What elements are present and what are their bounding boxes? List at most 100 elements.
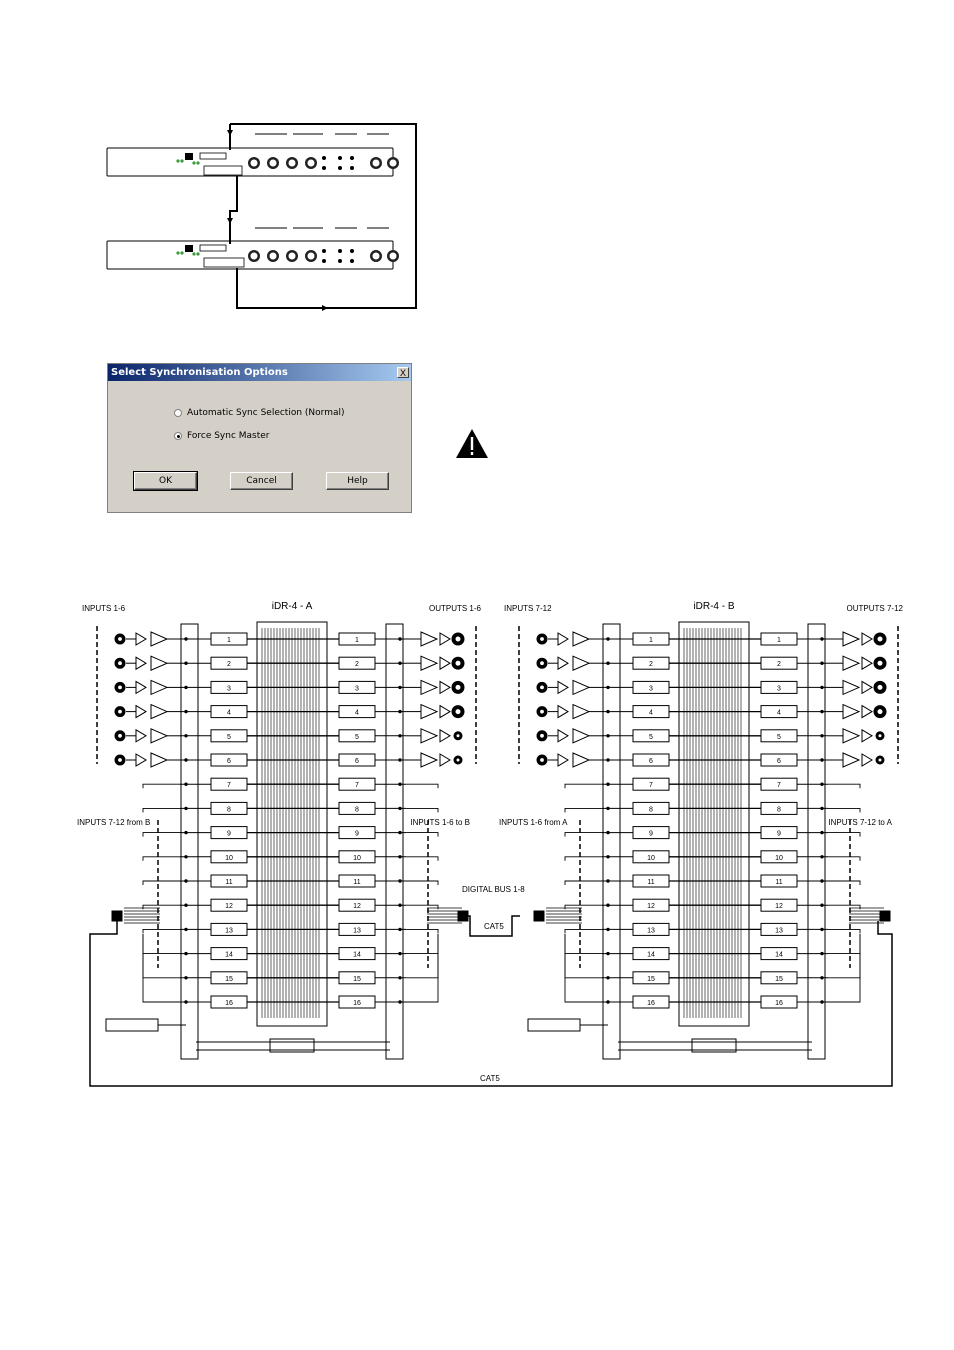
dialog-titlebar: Select Synchronisation Options X (108, 364, 411, 381)
input-channel-number: 7 (649, 782, 653, 789)
cancel-button[interactable]: Cancel (230, 472, 293, 490)
input-channel-number: 11 (647, 879, 654, 886)
output-channel-number: 6 (777, 758, 781, 765)
output-amp-icon (420, 728, 439, 744)
preamp-icon (557, 656, 569, 671)
preamp-icon (135, 680, 147, 695)
output-channel-number: 15 (353, 976, 361, 983)
preamp-icon (557, 632, 569, 646)
inputs-label: INPUTS 7-12 (504, 604, 552, 613)
input-channel-number: 6 (227, 758, 231, 765)
input-channel-number: 16 (225, 1000, 233, 1007)
output-channel-number: 2 (777, 661, 781, 668)
cat5-port-icon (111, 910, 123, 922)
input-channel-number: 13 (225, 927, 233, 934)
external-outputs-label: INPUTS 1-6 to B (410, 818, 470, 827)
output-channel-number: 4 (777, 710, 781, 717)
converter-icon (150, 728, 169, 744)
input-channel-number: 9 (649, 831, 653, 838)
matrix-frame (678, 621, 750, 1027)
input-channel-number: 5 (227, 734, 231, 741)
sync-source-box (105, 1018, 159, 1032)
output-amp-icon (842, 631, 861, 647)
digital-bus-label: DIGITAL BUS 1-8 (462, 885, 525, 894)
cat5-port-icon (457, 910, 469, 922)
input-channel-number: 14 (225, 952, 233, 959)
output-channel-number: 14 (353, 952, 361, 959)
dialog-title: Select Synchronisation Options (111, 367, 288, 378)
output-channel-number: 7 (777, 782, 781, 789)
output-channel-number: 8 (355, 806, 359, 813)
preamp-icon (135, 728, 147, 743)
matrix-frame (256, 621, 328, 1027)
input-channel-number: 12 (225, 903, 233, 910)
converter-icon (150, 631, 169, 647)
radio-checked-icon[interactable] (174, 432, 182, 440)
input-channel-number: 15 (225, 976, 233, 983)
input-channel-number: 2 (227, 661, 231, 668)
cat5-bottom-label: CAT5 (480, 1074, 500, 1083)
output-channel-number: 10 (775, 855, 783, 862)
cat5-top-label: CAT5 (484, 922, 504, 931)
output-channel-number: 13 (353, 927, 361, 934)
preamp-icon (557, 753, 569, 767)
preamp-icon (135, 656, 147, 671)
input-channel-number: 2 (649, 661, 653, 668)
sync-source-box (527, 1018, 581, 1032)
converter-icon (572, 679, 591, 696)
converter-icon (150, 655, 169, 671)
input-channel-number: 3 (227, 685, 231, 692)
ok-button[interactable]: OK (133, 471, 198, 491)
close-icon[interactable]: X (397, 367, 409, 378)
outputs-label: OUTPUTS 1-6 (429, 604, 482, 613)
input-channel-number: 6 (649, 758, 653, 765)
outputs-label: OUTPUTS 7-12 (847, 604, 904, 613)
warning-triangle-icon (456, 429, 488, 458)
radio-force-sync-master[interactable]: Force Sync Master (174, 431, 270, 441)
output-channel-number: 9 (777, 831, 781, 838)
converter-icon (150, 752, 169, 768)
input-channel-number: 8 (649, 806, 653, 813)
input-channel-number: 1 (649, 637, 653, 644)
preamp-icon (135, 704, 147, 719)
output-channel-number: 12 (775, 903, 783, 910)
radio-automatic-sync[interactable]: Automatic Sync Selection (Normal) (174, 408, 345, 418)
cat5-link-top (468, 915, 520, 937)
output-channel-number: 5 (777, 734, 781, 741)
preamp-icon (135, 632, 147, 646)
preamp-icon (557, 704, 569, 719)
sync-options-dialog: Select Synchronisation Options X Automat… (107, 363, 412, 513)
output-channel-number: 16 (775, 1000, 783, 1007)
input-channel-number: 12 (647, 903, 655, 910)
cat5-port-icon (533, 910, 545, 922)
output-amp-icon (842, 679, 861, 696)
output-channel-number: 10 (353, 855, 361, 862)
output-amp-icon (842, 703, 861, 720)
preamp-icon (135, 753, 147, 767)
output-channel-number: 3 (777, 685, 781, 692)
input-bus-frame (180, 623, 199, 1060)
output-channel-number: 5 (355, 734, 359, 741)
output-channel-number: 1 (777, 637, 781, 644)
input-channel-number: 13 (647, 927, 655, 934)
converter-icon (572, 631, 591, 647)
radio-unchecked-icon[interactable] (174, 409, 182, 417)
cat5-link-bottom (89, 921, 893, 1087)
help-button[interactable]: Help (326, 472, 389, 490)
cat5-port-icon (879, 910, 891, 922)
input-channel-number: 7 (227, 782, 231, 789)
input-channel-number: 4 (227, 710, 231, 717)
input-channel-number: 4 (649, 710, 653, 717)
output-channel-number: 16 (353, 1000, 361, 1007)
converter-icon (572, 752, 591, 768)
output-channel-number: 11 (353, 879, 360, 886)
output-channel-number: 8 (777, 806, 781, 813)
output-channel-number: 14 (775, 952, 783, 959)
output-amp-icon (420, 752, 439, 768)
inputs-label: INPUTS 1-6 (82, 604, 126, 613)
input-channel-number: 10 (647, 855, 655, 862)
output-amp-icon (842, 655, 861, 671)
output-amp-icon (842, 752, 861, 768)
input-channel-number: 9 (227, 831, 231, 838)
